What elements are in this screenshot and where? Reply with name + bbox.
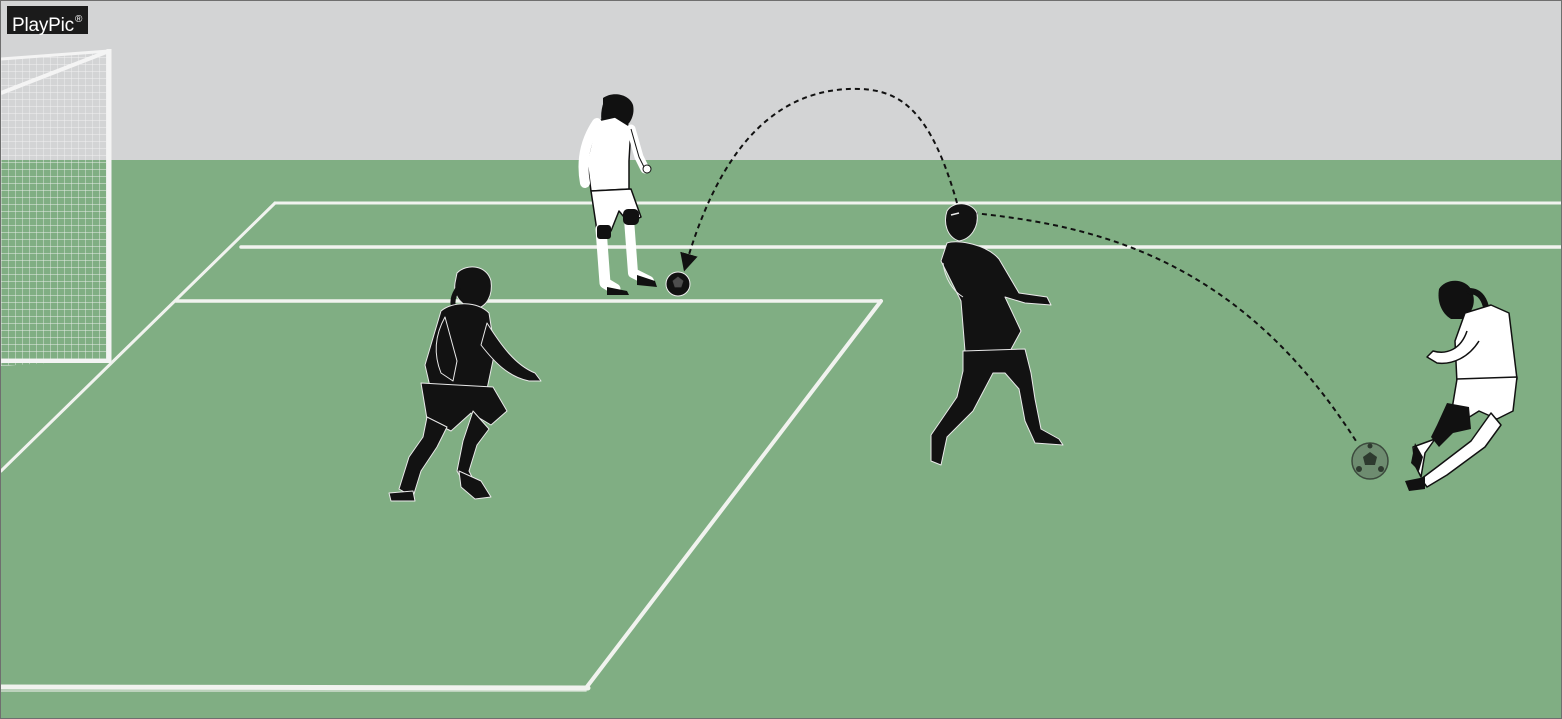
playpic-logo: PlayPic®: [7, 6, 88, 34]
goal-net-icon: [1, 49, 111, 366]
sky-background: [1, 1, 1561, 161]
soccer-ball-icon: [666, 272, 690, 296]
registered-mark: ®: [75, 14, 82, 25]
brand-name: PlayPic: [12, 15, 74, 36]
soccer-ball-icon: [1352, 443, 1388, 479]
